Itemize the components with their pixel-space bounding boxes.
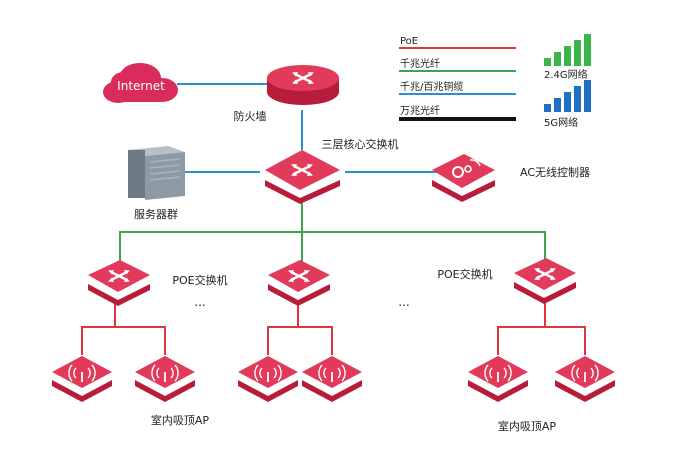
ap-group-left: 室内吸顶AP [52, 356, 209, 427]
poe-switch-left: POE交换机 ... [88, 260, 228, 309]
signal-5g: 5G网络 [544, 80, 591, 129]
link-distribution-bus [119, 231, 546, 263]
access-point-icon [468, 356, 528, 402]
ac-controller-label: AC无线控制器 [520, 165, 590, 179]
switch-icon [514, 258, 576, 304]
poe-switch-right-label: POE交换机 [437, 267, 492, 281]
signal-bar-icon [584, 34, 591, 66]
switch-icon [88, 260, 150, 306]
access-point-icon [135, 356, 195, 402]
signal-bar-icon [564, 92, 571, 112]
legend-label-gigabit-fiber: 千兆光纤 [400, 57, 440, 70]
poe-switch-left-label: POE交换机 [172, 273, 227, 287]
legend: PoE 千兆光纤 千兆/百兆铜缆 万兆光纤 [399, 36, 516, 121]
server-group-label: 服务器群 [134, 207, 178, 221]
poe-switch-right: POE交换机 [437, 258, 576, 304]
legend-label-poe: PoE [400, 36, 418, 47]
access-point-icon [302, 356, 362, 402]
access-point-icon [238, 356, 298, 402]
router-icon [267, 65, 339, 105]
ap-label-right: 室内吸顶AP [498, 419, 557, 433]
core-switch-device: 三层核心交换机 [265, 137, 399, 204]
signal-bar-icon [564, 46, 571, 66]
core-switch-label: 三层核心交换机 [322, 137, 399, 151]
server-group: 服务器群 [128, 146, 185, 221]
server-icon [128, 146, 185, 200]
controller-icon [432, 154, 495, 202]
ap-group-middle [238, 356, 362, 402]
firewall-device: 防火墙 [234, 65, 339, 123]
link-poe-middle-aps [267, 326, 333, 355]
signal-bar-icon [544, 104, 551, 112]
signal-bar-icon [574, 40, 581, 66]
signal-bar-icon [554, 52, 561, 66]
signal-5g-label: 5G网络 [544, 116, 578, 129]
ap-label-left: 室内吸顶AP [151, 413, 210, 427]
ap-group-right: 室内吸顶AP [468, 356, 615, 433]
link-poe-left-aps [81, 326, 166, 355]
signal-bar-icon [554, 98, 561, 112]
internet-label: Internet [117, 79, 165, 93]
ellipsis-middle: ... [398, 295, 409, 309]
access-point-icon [52, 356, 112, 402]
poe-switch-middle [268, 260, 330, 306]
ac-controller-device: AC无线控制器 [432, 154, 590, 202]
access-point-icon [555, 356, 615, 402]
signal-bar-icon [544, 58, 551, 66]
legend-label-10g-fiber: 万兆光纤 [400, 104, 440, 117]
signal-bar-icon [574, 86, 581, 112]
switch-icon [265, 150, 340, 204]
legend-label-gigabit-copper: 千兆/百兆铜缆 [400, 80, 463, 93]
cloud-icon [103, 63, 178, 103]
firewall-label: 防火墙 [234, 109, 267, 123]
signal-24g-label: 2.4G网络 [544, 68, 588, 81]
link-poe-right-aps [497, 326, 586, 355]
ellipsis-left: ... [194, 295, 205, 309]
signal-24g: 2.4G网络 [544, 34, 591, 81]
internet-cloud: Internet [103, 63, 178, 103]
switch-icon [268, 260, 330, 306]
signal-bar-icon [584, 80, 591, 112]
